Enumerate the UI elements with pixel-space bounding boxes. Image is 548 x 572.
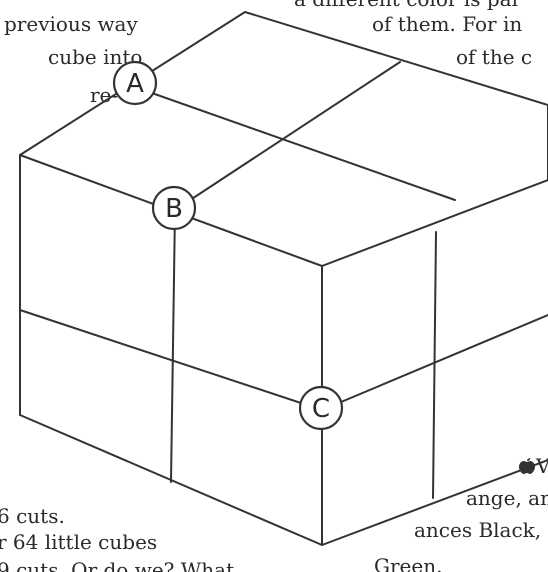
text-bottom-left-line2: r 64 little cubes	[0, 530, 158, 554]
front-face-vertical-mid	[170, 209, 176, 483]
side-face-horizontal-mid	[321, 314, 548, 411]
top-face-outline	[19, 11, 548, 267]
text-bottom-right-line2: ange, an	[466, 486, 548, 510]
front-face	[19, 154, 323, 546]
top-face-midline-1	[131, 85, 456, 201]
text-top-left-line3: re-	[90, 83, 119, 107]
apple-icon	[519, 458, 535, 474]
text-top-right-line3: of the c	[456, 45, 533, 69]
side-face	[321, 231, 548, 546]
callout-c-ring	[298, 385, 344, 431]
callout-b-ring	[151, 185, 197, 231]
callout-a-label: A	[126, 69, 144, 99]
top-face-midline-2	[174, 61, 401, 211]
text-bottom-right-line3: ances Black,	[414, 518, 542, 542]
text-bottom-left-line1: 6 cuts.	[0, 504, 65, 528]
side-face-vertical-mid	[432, 231, 437, 499]
front-face-horizontal-mid	[19, 309, 323, 411]
text-bottom-left-line3: 9 cuts. Or do we? What	[0, 558, 235, 572]
callout-c: C	[298, 385, 344, 431]
callout-a: A	[112, 60, 158, 106]
callout-a-ring	[112, 60, 158, 106]
side-face-bottom-edge	[321, 459, 548, 546]
text-bottom-right-line4: Green.	[374, 554, 443, 572]
text-top-right-line2: of them. For in	[372, 12, 523, 36]
text-top-right-line1: a different color is pai	[294, 0, 518, 9]
callout-b-label: B	[165, 194, 183, 224]
callout-c-label: C	[312, 394, 330, 424]
text-top-left-line1: previous way	[4, 12, 138, 36]
callout-b: B	[151, 185, 197, 231]
top-face	[19, 11, 548, 267]
text-top-left-line2: cube into	[48, 45, 143, 69]
